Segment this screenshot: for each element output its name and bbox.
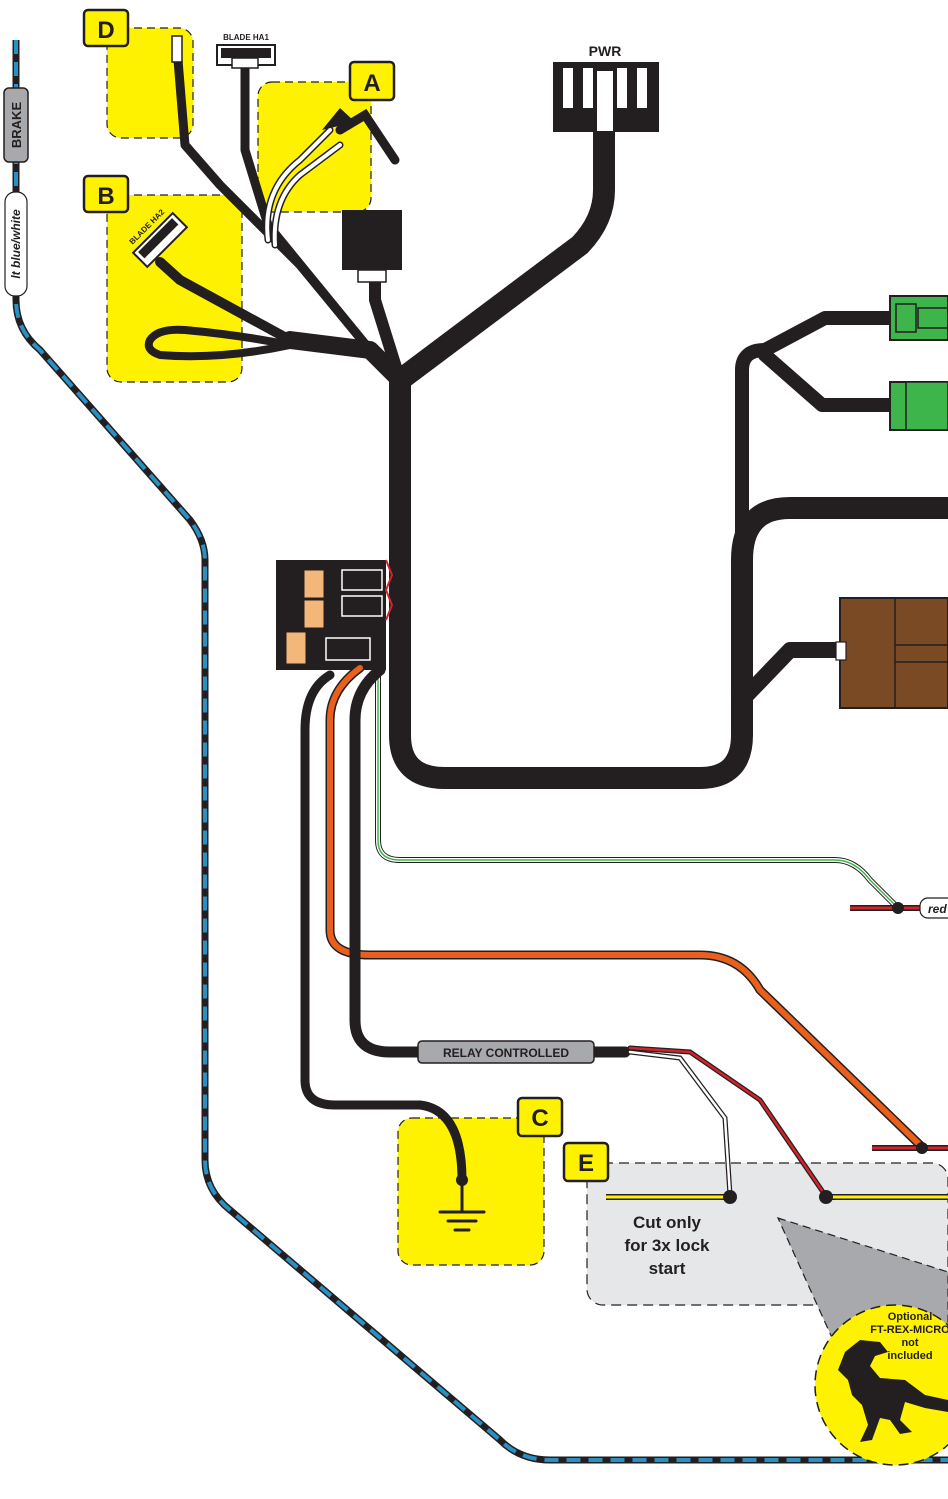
cut-wires	[606, 1190, 948, 1204]
orange-wire	[325, 663, 925, 1150]
relay-controlled-label: RELAY CONTROLLED	[417, 1040, 595, 1064]
svg-text:BRAKE: BRAKE	[9, 102, 24, 149]
svg-text:E: E	[578, 1150, 594, 1177]
svg-text:for 3x lock: for 3x lock	[624, 1236, 710, 1255]
area-a-wires	[263, 108, 400, 249]
connector-blade-ha2: BLADE HA2	[128, 207, 189, 269]
callout-d: D	[82, 8, 130, 48]
connector-pwr: PWR	[553, 43, 659, 133]
connector-d	[171, 35, 183, 63]
svg-text:FT-REX-MICRO: FT-REX-MICRO	[870, 1324, 948, 1336]
svg-text:Optional: Optional	[888, 1311, 933, 1323]
cut-arrow-icon	[322, 108, 355, 130]
svg-text:C: C	[531, 1105, 548, 1132]
brown-connector	[835, 597, 948, 709]
svg-text:not: not	[901, 1337, 918, 1349]
callout-c: C	[516, 1096, 564, 1138]
green-connector-2	[889, 381, 948, 431]
brake-label: BRAKE	[3, 87, 29, 163]
connector-blade-ha1: BLADE HA1	[216, 33, 276, 69]
trex-icon	[838, 1340, 948, 1442]
svg-text:BLADE HA1: BLADE HA1	[223, 33, 269, 42]
svg-text:A: A	[363, 70, 380, 97]
optional-module-bubble: Optional FT-REX-MICRO not included	[776, 1217, 948, 1466]
fuse-block	[276, 559, 394, 670]
red-wire-stubs: red	[850, 897, 948, 1154]
svg-text:included: included	[887, 1350, 932, 1362]
cut-note: Cut only for 3x lock start	[624, 1213, 710, 1278]
callout-e: E	[562, 1141, 610, 1183]
relay-controlled-harness	[349, 664, 828, 1198]
green-connector-1	[889, 295, 948, 341]
brake-wire	[12, 40, 948, 1464]
green-wire	[374, 669, 901, 911]
ground-wire	[300, 670, 467, 1185]
svg-text:D: D	[97, 17, 114, 44]
svg-text:RELAY CONTROLLED: RELAY CONTROLLED	[443, 1046, 569, 1060]
svg-text:start: start	[649, 1259, 686, 1278]
ground-icon	[438, 1174, 486, 1232]
svg-text:Cut only: Cut only	[633, 1213, 702, 1232]
area-c	[397, 1117, 545, 1266]
svg-text:B: B	[97, 183, 114, 210]
callout-b: B	[82, 174, 130, 214]
relay-module	[342, 210, 402, 283]
svg-text:lt blue/white: lt blue/white	[9, 209, 23, 279]
svg-text:red: red	[928, 902, 947, 916]
main-harness	[144, 55, 948, 789]
lt-blue-white-label: lt blue/white	[4, 191, 28, 297]
svg-text:PWR: PWR	[589, 43, 622, 59]
callout-a: A	[348, 60, 396, 102]
